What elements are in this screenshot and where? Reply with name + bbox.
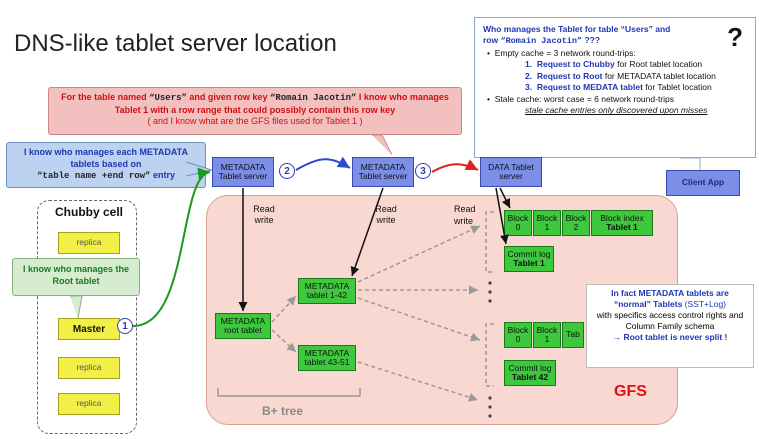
gfs-label: GFS: [614, 383, 647, 400]
red-callout-table: “Users”: [149, 93, 187, 103]
master-label: Master: [72, 323, 106, 335]
chubby-cell-title: Chubby cell: [55, 205, 124, 219]
red-callout: For the table named “Users” and given ro…: [48, 87, 462, 135]
arrow-t43-to-dots: [357, 361, 479, 402]
gfs-block-0: Block 0: [504, 210, 532, 236]
step-number-2: 2: [279, 163, 295, 179]
red-callout-p2: and given row key: [186, 92, 270, 102]
empty-cache-line: • Empty cache = 3 network round-trips:: [487, 47, 636, 58]
chubby-master: Master: [58, 318, 120, 340]
blue-callout-text: I know who manages each METADATA tablets…: [23, 147, 189, 169]
gfs-block-2: Block 2: [562, 210, 590, 236]
bplus-tree-bracket: [217, 388, 361, 397]
gfs-block-0-t42: Block 0: [504, 322, 532, 348]
metadata-tablet-1-42: METADATA tablet 1-42: [298, 278, 356, 304]
client-query-box: ? Who manages the Tablet for table “User…: [474, 17, 756, 158]
green-callout-text: I know who manages the Root tablet: [22, 264, 130, 286]
arrow-server2-to-t1-42: [350, 187, 384, 277]
step-2: 2. Request to Root for METADATA tablet l…: [525, 70, 716, 81]
arrow-root-to-t1: [271, 295, 297, 323]
ellipsis-dots: [488, 281, 492, 418]
gfs-block-tab-t42: Tab: [562, 322, 584, 348]
question-mark: ?: [727, 22, 743, 52]
step-number-1: 1: [117, 318, 133, 334]
arrow-t1-to-tablet42: [357, 297, 481, 342]
replica-label: replica: [76, 237, 102, 248]
tablet1-bracket: [485, 211, 494, 273]
blue-callout-mono: “table name +end row”: [37, 171, 151, 182]
bplus-tree-label: B+ tree: [262, 404, 304, 418]
step-3: 3. Request to MEDATA tablet for Tablet l…: [525, 82, 712, 93]
red-callout-p3: I know who manages Tablet 1 with a row r…: [114, 92, 449, 115]
stale-cache-line: • Stale cache: worst case = 6 network ro…: [487, 93, 674, 104]
data-tablet-server: DATA Tablet server: [480, 157, 542, 187]
chubby-replica: replica: [58, 232, 120, 254]
read-write-label-1: Read write: [253, 204, 275, 226]
green-callout-pointer: [70, 295, 83, 319]
chubby-replica: replica: [58, 357, 120, 379]
arrow-master-to-metadata: [132, 167, 211, 327]
client-app[interactable]: Client App: [666, 170, 740, 196]
gfs-block-1: Block 1: [533, 210, 561, 236]
arrow-metadata-to-data: [431, 159, 479, 173]
blue-callout-suffix: entry: [150, 170, 175, 181]
replica-label: replica: [76, 362, 102, 373]
red-callout-p1: For the table named: [61, 92, 150, 102]
arrow-t1-to-tablet1: [357, 225, 481, 283]
tablet42-bracket: [485, 323, 494, 387]
read-write-label-2: Read write: [375, 204, 397, 226]
metadata-tablet-43-51: METADATA tablet 43-51: [298, 345, 356, 371]
metadata-root-tablet: METADATA root tablet: [215, 313, 271, 339]
step-number-3: 3: [415, 163, 431, 179]
metadata-note-box: In fact METADATA tablets are “normal” Ta…: [586, 284, 754, 368]
chubby-cell: [37, 200, 137, 434]
stale-cache-note: stale cache entries only discovered upon…: [525, 105, 708, 116]
arrow-data-to-commit: [495, 187, 509, 245]
red-callout-p4: ( and I know what are the GFS files used…: [147, 116, 363, 127]
client-query-line1: Who manages the Tablet for table “Users”…: [483, 24, 671, 34]
blue-callout: I know who manages each METADATA tablets…: [6, 142, 206, 188]
client-callout-pointer: [680, 157, 701, 170]
page-title: DNS-like tablet server location: [14, 30, 337, 57]
client-query-line2: row “Romain Jacotin” ???: [483, 35, 601, 47]
arrow-root-to-t43: [271, 329, 297, 353]
red-callout-row: “Romain Jacotin”: [269, 93, 357, 103]
arrow-metadata-to-metadata: [295, 156, 351, 171]
step-1: 1. Request to Chubby for Root tablet loc…: [525, 59, 703, 70]
metadata-tablet-server-2: METADATA Tablet server: [352, 157, 414, 187]
read-label: Read: [454, 204, 476, 214]
metadata-tablet-server-1: METADATA Tablet server: [212, 157, 274, 187]
write-label: write: [454, 216, 474, 226]
chubby-replica: replica: [58, 393, 120, 415]
green-callout: I know who manages the Root tablet: [12, 258, 140, 296]
gfs-block-1-t42: Block 1: [533, 322, 561, 348]
red-callout-pointer: [372, 134, 393, 156]
arrow-data-to-block: [499, 187, 511, 209]
replica-label: replica: [76, 398, 102, 409]
blue-callout-pointer: [185, 161, 214, 177]
